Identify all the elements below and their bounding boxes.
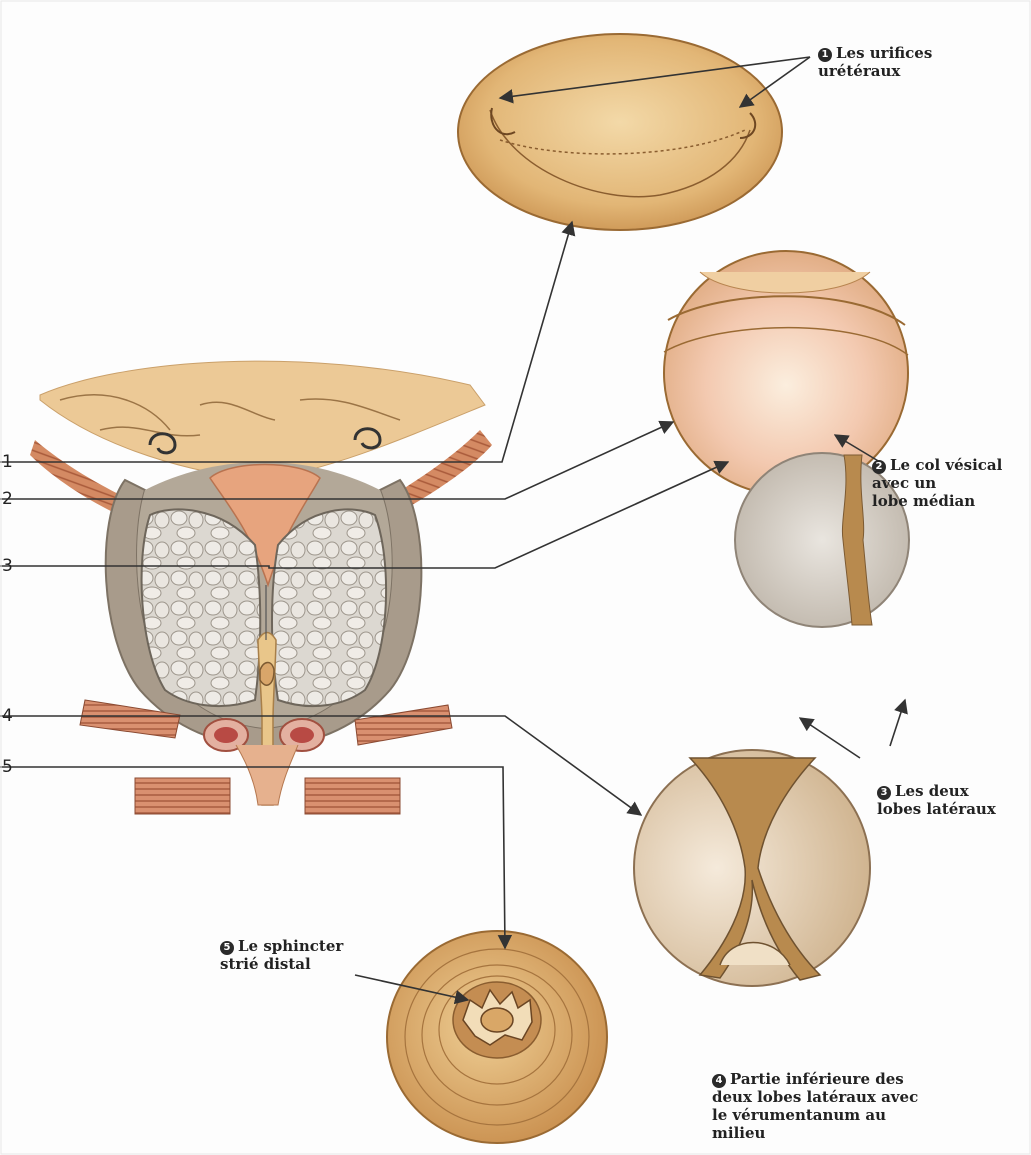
caption-number-2: 2	[872, 460, 886, 474]
caption-number-1: 1	[818, 48, 832, 62]
caption-text-1: Les urifices urétéraux	[818, 44, 932, 80]
caption-text-4: Partie inférieure des deux lobes latérau…	[712, 1070, 918, 1142]
level-label-4: 4	[2, 706, 13, 726]
caption-number-5: 5	[220, 941, 234, 955]
caption-text-5: Le sphincter strié distal	[220, 937, 343, 973]
view-distal-sphincter	[387, 931, 607, 1143]
level-label-3: 3	[2, 556, 13, 576]
view-lower-lobes-verumontanum	[634, 750, 870, 986]
level-label-1: 1	[2, 452, 13, 472]
level-label-5: 5	[2, 757, 13, 777]
caption-number-4: 4	[712, 1074, 726, 1088]
caption-text-2: Le col vésical avec un lobe médian	[872, 456, 1002, 510]
level-label-2: 2	[2, 489, 13, 509]
lobe-arrow-left	[800, 718, 860, 758]
lobe-arrow-right	[890, 700, 905, 746]
view-ureteral-orifices	[458, 34, 782, 230]
caption-text-3: Les deux lobes latéraux	[877, 782, 996, 818]
caption-number-3: 3	[877, 786, 891, 800]
leader-line-5	[0, 767, 505, 948]
